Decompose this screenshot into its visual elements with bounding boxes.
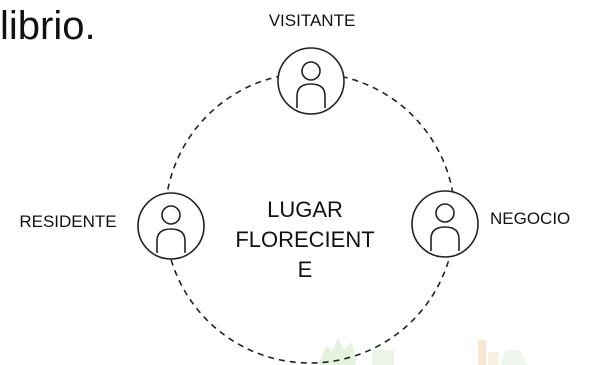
node-visitante bbox=[277, 47, 345, 115]
person-icon bbox=[156, 205, 186, 253]
label-residente: RESIDENTE bbox=[19, 212, 117, 231]
node-negocio bbox=[411, 190, 479, 258]
center-title-line-1: LUGAR bbox=[267, 197, 343, 222]
node-visitante-circle bbox=[277, 47, 345, 115]
node-residente-circle bbox=[137, 192, 205, 260]
center-title: LUGAR FLORECIENT E bbox=[210, 195, 400, 285]
page-heading: librio. bbox=[0, 4, 96, 48]
label-negocio: NEGOCIO bbox=[490, 209, 571, 228]
node-negocio-circle bbox=[411, 190, 479, 258]
node-residente bbox=[137, 192, 205, 260]
label-visitante: VISITANTE bbox=[268, 11, 356, 30]
person-icon bbox=[296, 61, 326, 108]
center-title-line-3: E bbox=[297, 257, 313, 282]
background-decoration bbox=[318, 338, 528, 365]
center-title-line-2: FLORECIENT bbox=[235, 227, 375, 252]
person-icon bbox=[430, 203, 460, 251]
